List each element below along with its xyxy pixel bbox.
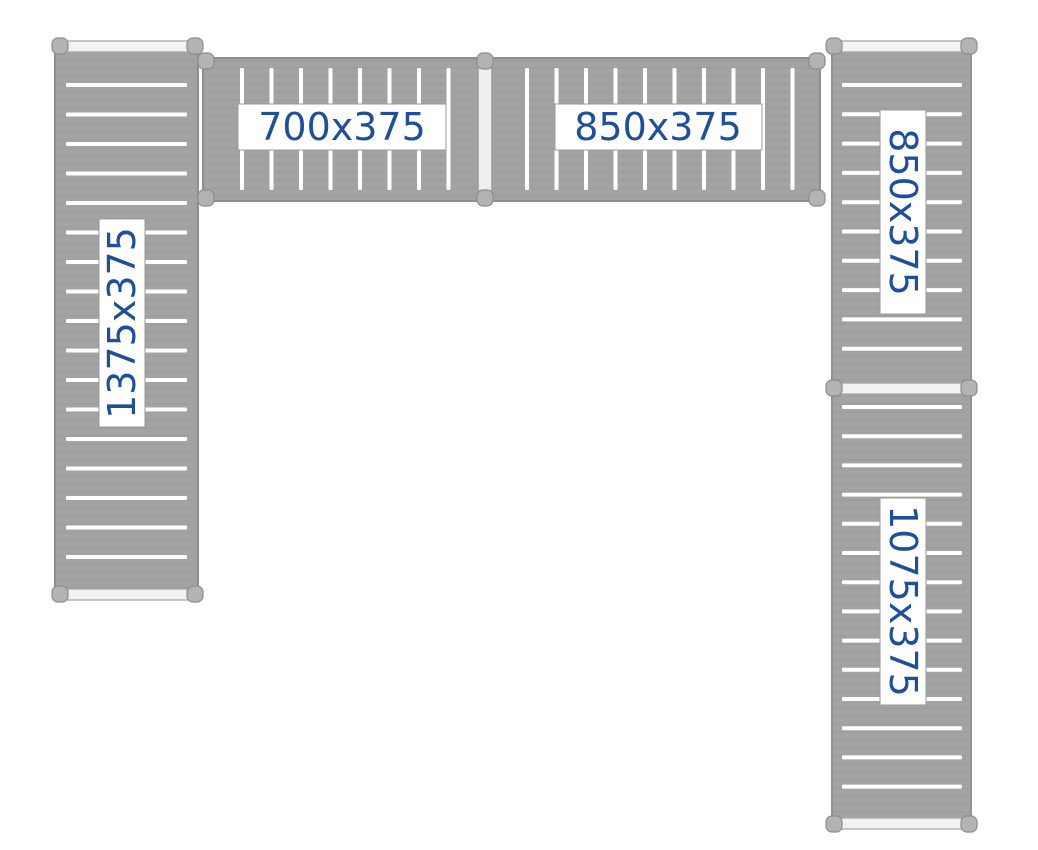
label-top-left: 700x375 <box>237 103 447 151</box>
slat <box>525 68 529 190</box>
end-cap-right-top <box>837 40 966 53</box>
joint-post-top-bar <box>477 65 493 193</box>
slat <box>66 171 187 176</box>
slat <box>790 68 795 190</box>
corner-connector <box>197 52 215 70</box>
slat <box>842 317 962 322</box>
slat <box>66 112 187 117</box>
corner-connector <box>51 37 69 55</box>
corner-connector <box>808 52 826 70</box>
slat <box>842 405 962 409</box>
label-left-text: 1375x375 <box>100 227 144 419</box>
corner-connector <box>476 189 494 207</box>
label-top-right: 850x375 <box>554 103 763 151</box>
label-top-right-text: 850x375 <box>574 105 742 149</box>
corner-connector <box>51 585 69 603</box>
joint-post-top <box>477 65 493 193</box>
connectors <box>51 37 978 833</box>
label-left-bg <box>98 218 146 428</box>
corner-connector <box>476 52 494 70</box>
corner-connector <box>960 37 978 55</box>
end-cap-right-middle <box>837 382 966 395</box>
slat <box>842 755 962 760</box>
slat <box>66 525 187 530</box>
corner-connector <box>808 189 826 207</box>
label-right-lower: 1075x375 <box>879 497 927 706</box>
slat <box>842 492 962 497</box>
end-cap-left-bottom <box>63 588 192 601</box>
slat <box>761 68 765 190</box>
corner-connector <box>825 37 843 55</box>
label-right-upper-bg <box>879 109 927 315</box>
label-right-lower-text: 1075x375 <box>881 505 925 697</box>
label-top-right-bg <box>554 103 763 151</box>
slat <box>66 437 187 441</box>
corner-connector <box>186 585 204 603</box>
end-cap-right-bottom <box>837 817 966 830</box>
corner-connector <box>197 189 215 207</box>
slat <box>66 142 187 146</box>
slat <box>842 726 962 731</box>
slat <box>842 346 962 351</box>
corner-connector <box>960 379 978 397</box>
slat <box>66 83 187 87</box>
panel-right-lower <box>831 389 972 825</box>
slat <box>446 68 451 190</box>
slat <box>842 463 962 468</box>
label-top-left-text: 700x375 <box>258 105 426 149</box>
corner-connector <box>825 379 843 397</box>
end-cap-left-top <box>63 40 192 53</box>
label-top-left-bg <box>237 103 447 151</box>
label-right-upper: 850x375 <box>879 109 927 315</box>
slat <box>842 83 962 87</box>
corner-connector <box>825 815 843 833</box>
label-right-lower-bg <box>879 497 927 706</box>
slat <box>66 496 187 500</box>
label-left: 1375x375 <box>98 218 146 428</box>
slat <box>66 201 187 205</box>
slat <box>842 434 962 439</box>
corner-connector <box>186 37 204 55</box>
corner-connector <box>960 815 978 833</box>
end-caps <box>63 40 966 830</box>
slat <box>66 555 187 559</box>
slat <box>842 784 962 789</box>
label-right-upper-text: 850x375 <box>881 128 925 296</box>
slat <box>66 466 187 471</box>
